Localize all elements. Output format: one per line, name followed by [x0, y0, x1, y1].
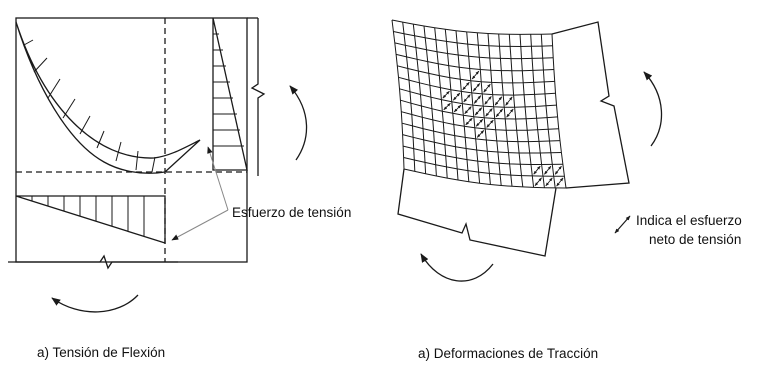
curved-stress-hatching [23, 39, 156, 173]
mesh-column-line [530, 34, 545, 188]
net-tension-mark [476, 130, 485, 138]
net-tension-mark [495, 108, 504, 118]
moment-arrow-bottom-icon [51, 294, 139, 313]
net-tension-mark [474, 107, 483, 116]
mesh-column-line [476, 32, 491, 185]
net-tension-mark [534, 177, 542, 186]
mesh-column-line [466, 31, 481, 184]
net-tension-mark [452, 92, 461, 101]
mesh-column-line [423, 25, 437, 177]
mesh-row-line [403, 157, 565, 177]
right-stress-hatching [213, 33, 244, 147]
mesh-column-line [519, 34, 535, 188]
net-tension-mark [453, 104, 462, 113]
net-tension-mark [545, 177, 553, 187]
net-tension-mark [556, 177, 564, 187]
deformed-mesh [391, 19, 567, 189]
mesh-column-line [508, 34, 524, 187]
net-tension-mark [554, 165, 562, 175]
mesh-column-line [455, 30, 470, 182]
net-tension-mark [475, 118, 484, 127]
right-stress-block [212, 17, 248, 171]
mesh-column-line [391, 19, 405, 170]
curved-stress-zone [15, 21, 201, 174]
mesh-column-line [498, 33, 513, 187]
net-tension-mark [463, 94, 471, 103]
mesh-row-line [401, 111, 559, 131]
mesh-column-line [487, 33, 502, 186]
net-tension-mark [473, 95, 482, 104]
tension-marks [442, 70, 564, 187]
legend-label-line1: Indica el esfuerzo [636, 213, 742, 228]
net-tension-mark [483, 83, 491, 93]
net-tension-mark [443, 102, 451, 111]
mesh-row-line [402, 134, 562, 154]
net-tension-mark [472, 83, 481, 92]
caption-left: a) Tensión de Flexión [37, 345, 166, 360]
net-tension-mark [465, 117, 473, 126]
mesh-column-line [551, 33, 567, 189]
mesh-row-line [401, 122, 561, 143]
tension-leader-lines [171, 146, 229, 241]
mesh-row-line [402, 145, 563, 165]
net-tension-mark [462, 82, 470, 91]
mesh-row-line [399, 88, 557, 108]
net-tension-mark [484, 96, 492, 105]
net-tension-legend-icon [614, 215, 631, 234]
net-tension-mark [494, 96, 503, 106]
mesh-row-line [394, 42, 554, 60]
tension-arrow-label: Esfuerzo de tensión [232, 205, 352, 220]
right-cut-line [551, 21, 630, 189]
legend-label-line2: neto de tensión [649, 232, 742, 247]
mesh-row-line [395, 53, 554, 72]
mesh-row-line [400, 99, 558, 120]
mesh-row-line [391, 19, 553, 35]
flexure-figure [8, 17, 308, 313]
mesh-column-line [402, 22, 416, 172]
right-break-line [250, 18, 266, 176]
bottom-cut-line [397, 168, 557, 257]
deformation-figure [391, 19, 663, 282]
mesh-row-line [403, 168, 567, 189]
net-tension-mark [485, 108, 493, 117]
net-tension-mark [533, 165, 541, 175]
mesh-column-line [412, 24, 427, 174]
bottom-stress-block [15, 195, 166, 244]
net-tension-mark [544, 165, 552, 175]
bottom-break-line [8, 254, 178, 270]
caption-right: a) Deformaciones de Tracción [418, 346, 599, 361]
bottom-stress-hatching [31, 196, 145, 236]
moment-arrow-right-icon [289, 85, 308, 161]
mesh-row-line [398, 76, 556, 96]
mesh-column-line [444, 29, 459, 181]
net-tension-mark [442, 90, 450, 99]
net-tension-mark [505, 96, 513, 106]
mesh-column-line [540, 34, 556, 188]
net-tension-mark [486, 119, 494, 128]
mesh-row-line [397, 65, 555, 84]
moment-arrow-lower-icon [420, 253, 494, 282]
net-tension-mark [464, 106, 472, 115]
mesh-row-line [393, 31, 553, 48]
moment-arrow-upper-icon [643, 71, 663, 147]
mesh-column-line [434, 27, 448, 179]
net-tension-mark [471, 70, 480, 80]
net-tension-mark [506, 108, 514, 118]
